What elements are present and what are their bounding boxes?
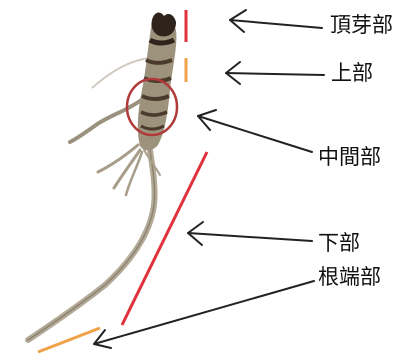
root-image <box>28 13 176 340</box>
label-apex: 頂芽部 <box>330 15 393 36</box>
arrow-upper-icon <box>226 62 324 84</box>
arrow-lower-icon <box>188 222 312 245</box>
label-lower: 下部 <box>318 233 360 254</box>
label-root-tip: 根端部 <box>318 267 381 288</box>
label-upper: 上部 <box>331 63 373 84</box>
arrow-middle-icon <box>198 110 312 152</box>
rootlet-1 <box>98 145 138 172</box>
tip-marker <box>38 328 100 352</box>
main-root-tail <box>28 150 155 340</box>
side-root-left <box>70 95 148 142</box>
root-crown <box>151 13 176 37</box>
arrow-apex-icon <box>230 10 322 32</box>
label-middle: 中間部 <box>318 147 381 168</box>
side-root-upper <box>92 58 150 88</box>
